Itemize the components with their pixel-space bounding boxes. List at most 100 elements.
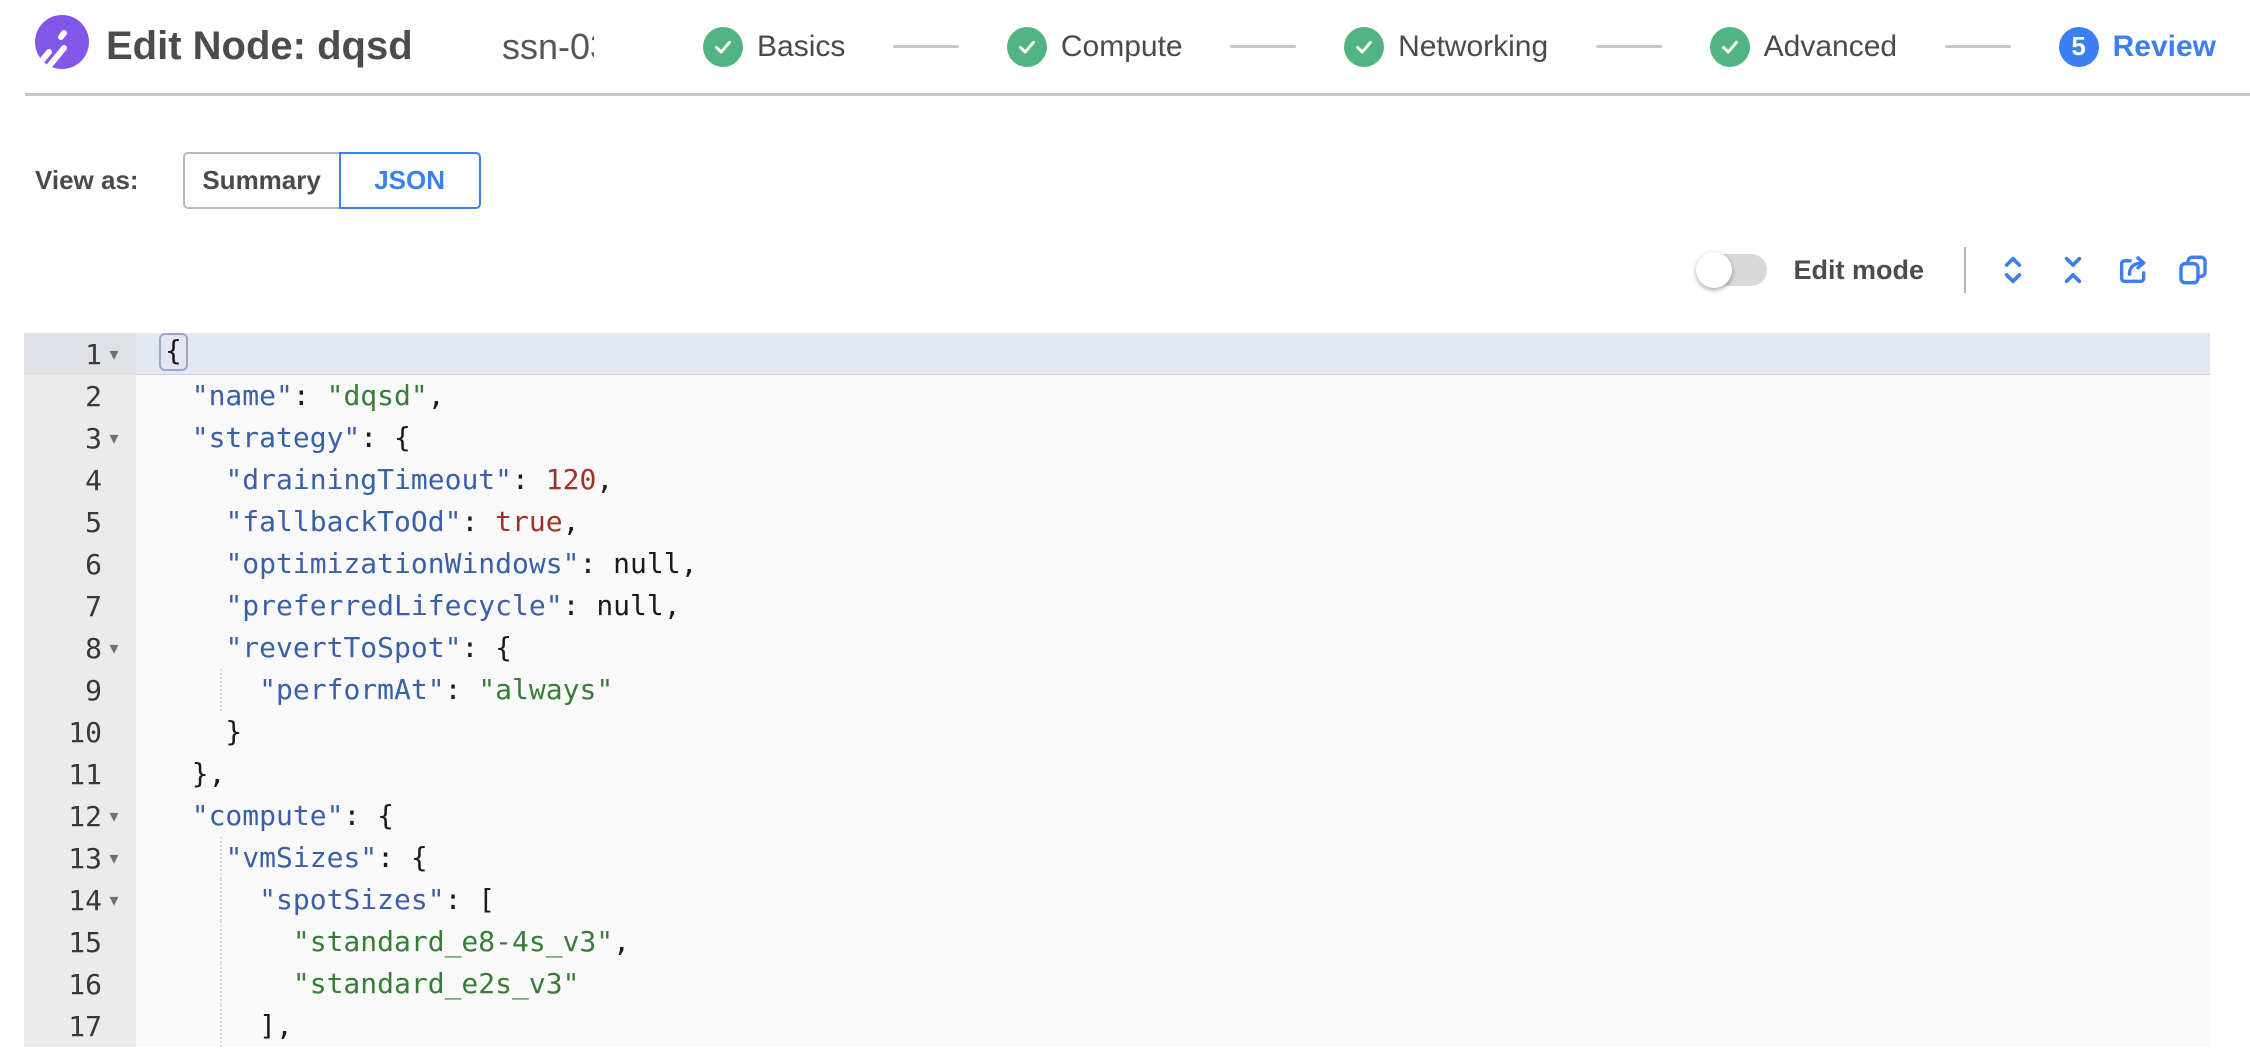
line-number: 2 bbox=[85, 379, 102, 413]
line-number: 6 bbox=[85, 547, 102, 581]
code-line[interactable]: 17 ], bbox=[24, 1005, 2210, 1047]
code-line-content[interactable]: "fallbackToOd": true, bbox=[225, 505, 580, 538]
fold-arrow-icon[interactable]: ▾ bbox=[109, 637, 119, 658]
code-line[interactable]: 8▾ "revertToSpot": { bbox=[24, 627, 2210, 669]
code-line-content[interactable]: "revertToSpot": { bbox=[225, 631, 513, 664]
code-line-content[interactable]: "spotSizes": [ bbox=[259, 883, 496, 916]
matched-brace: { bbox=[159, 333, 188, 371]
spot-logo-icon bbox=[35, 15, 89, 69]
gutter-line-number[interactable]: 6 bbox=[24, 543, 136, 585]
edit-mode-toggle[interactable] bbox=[1696, 252, 1768, 288]
code-line[interactable]: 11 }, bbox=[24, 753, 2210, 795]
check-icon bbox=[703, 26, 743, 67]
step-networking[interactable]: Networking bbox=[1344, 26, 1548, 67]
line-number: 15 bbox=[68, 925, 102, 959]
editor-toolbar: Edit mode bbox=[1696, 240, 2210, 300]
header-divider bbox=[25, 93, 2250, 96]
collapse-all-icon[interactable] bbox=[2056, 253, 2090, 287]
gutter-line-number[interactable]: 11 bbox=[24, 753, 136, 795]
code-line[interactable]: 3▾ "strategy": { bbox=[24, 417, 2210, 459]
expand-all-icon[interactable] bbox=[1996, 253, 2030, 287]
code-line[interactable]: 1▾{ bbox=[24, 333, 2210, 375]
fold-arrow-icon[interactable]: ▾ bbox=[109, 847, 119, 868]
gutter-line-number[interactable]: 5 bbox=[24, 501, 136, 543]
gutter-line-number[interactable]: 17 bbox=[24, 1005, 136, 1047]
code-line[interactable]: 5 "fallbackToOd": true, bbox=[24, 501, 2210, 543]
line-number: 7 bbox=[85, 589, 102, 623]
line-number: 12 bbox=[68, 799, 102, 833]
code-line-content[interactable]: { bbox=[136, 333, 2210, 375]
code-line-content[interactable]: "performAt": "always" bbox=[259, 673, 614, 706]
line-number: 8 bbox=[85, 631, 102, 665]
view-as-json-button[interactable]: JSON bbox=[338, 152, 481, 209]
gutter-line-number[interactable]: 4 bbox=[24, 459, 136, 501]
code-line[interactable]: 6 "optimizationWindows": null, bbox=[24, 543, 2210, 585]
gutter-line-number[interactable]: 13 ▾ bbox=[24, 837, 136, 879]
page-title: Edit Node: dqsd bbox=[106, 24, 413, 68]
fold-arrow-icon[interactable]: ▾ bbox=[109, 427, 119, 448]
step-review[interactable]: 5 Review bbox=[2058, 26, 2216, 67]
step-compute[interactable]: Compute bbox=[1006, 26, 1183, 67]
gutter-line-number[interactable]: 12 ▾ bbox=[24, 795, 136, 837]
check-icon bbox=[1709, 26, 1750, 67]
toolbar-divider bbox=[1964, 247, 1966, 293]
line-number: 14 bbox=[68, 883, 102, 917]
edit-mode-label: Edit mode bbox=[1793, 254, 1924, 285]
step-label: Review bbox=[2112, 29, 2216, 63]
step-basics[interactable]: Basics bbox=[703, 26, 845, 67]
wizard-stepper: Basics Compute Networking Advanced 5 Review bbox=[703, 0, 2216, 93]
export-icon[interactable] bbox=[2116, 253, 2150, 287]
code-line-content[interactable]: "standard_e8-4s_v3", bbox=[292, 925, 631, 958]
code-line[interactable]: 10 } bbox=[24, 711, 2210, 753]
code-line[interactable]: 14 ▾ "spotSizes": [ bbox=[24, 879, 2210, 921]
gutter-line-number[interactable]: 14 ▾ bbox=[24, 879, 136, 921]
code-line[interactable]: 2 "name": "dqsd", bbox=[24, 375, 2210, 417]
code-line-content[interactable]: "compute": { bbox=[191, 799, 395, 832]
fold-arrow-icon[interactable]: ▾ bbox=[109, 343, 119, 364]
code-line[interactable]: 9 "performAt": "always" bbox=[24, 669, 2210, 711]
code-line[interactable]: 13 ▾ "vmSizes": { bbox=[24, 837, 2210, 879]
gutter-line-number[interactable]: 3▾ bbox=[24, 417, 136, 459]
view-as-summary-button[interactable]: Summary bbox=[182, 152, 339, 209]
gutter-line-number[interactable]: 1▾ bbox=[24, 333, 136, 375]
gutter-line-number[interactable]: 10 bbox=[24, 711, 136, 753]
gutter-line-number[interactable]: 2 bbox=[24, 375, 136, 417]
step-connector bbox=[1595, 45, 1662, 48]
gutter-line-number[interactable]: 15 bbox=[24, 921, 136, 963]
view-as-label: View as: bbox=[35, 165, 139, 195]
step-number: 5 bbox=[2058, 26, 2099, 67]
line-number: 13 bbox=[68, 841, 102, 875]
code-line-content[interactable]: ], bbox=[158, 1009, 293, 1042]
json-editor[interactable]: 1▾{2 "name": "dqsd",3▾ "strategy": {4 "d… bbox=[24, 333, 2210, 1047]
step-label: Advanced bbox=[1763, 29, 1898, 63]
step-advanced[interactable]: Advanced bbox=[1709, 26, 1898, 67]
code-line-content[interactable]: "preferredLifecycle": null, bbox=[225, 589, 681, 622]
gutter-line-number[interactable]: 8▾ bbox=[24, 627, 136, 669]
fold-arrow-icon[interactable]: ▾ bbox=[109, 805, 119, 826]
code-line-content[interactable]: } bbox=[158, 715, 243, 748]
code-line-content[interactable]: "name": "dqsd", bbox=[191, 379, 445, 412]
code-line[interactable]: 16 "standard_e2s_v3" bbox=[24, 963, 2210, 1005]
step-label: Compute bbox=[1060, 29, 1183, 63]
gutter-line-number[interactable]: 16 bbox=[24, 963, 136, 1005]
step-connector bbox=[1944, 45, 2011, 48]
code-line[interactable]: 15 "standard_e8-4s_v3", bbox=[24, 921, 2210, 963]
line-number: 10 bbox=[68, 715, 102, 749]
code-line-content[interactable]: "standard_e2s_v3" bbox=[292, 967, 580, 1000]
code-line[interactable]: 12 ▾ "compute": { bbox=[24, 795, 2210, 837]
gutter-line-number[interactable]: 7 bbox=[24, 585, 136, 627]
code-line-content[interactable]: "optimizationWindows": null, bbox=[225, 547, 698, 580]
copy-icon[interactable] bbox=[2176, 253, 2210, 287]
code-line-content[interactable]: "strategy": { bbox=[191, 421, 411, 454]
fold-arrow-icon[interactable]: ▾ bbox=[109, 889, 119, 910]
view-as-group: View as: Summary JSON bbox=[35, 152, 481, 209]
node-id-subtitle: ssn-038 bbox=[502, 25, 594, 67]
code-line-content[interactable]: "vmSizes": { bbox=[225, 841, 428, 874]
gutter-line-number[interactable]: 9 bbox=[24, 669, 136, 711]
code-line-content[interactable]: "drainingTimeout": 120, bbox=[225, 463, 614, 496]
code-line-content[interactable]: }, bbox=[158, 757, 226, 790]
code-line[interactable]: 4 "drainingTimeout": 120, bbox=[24, 459, 2210, 501]
line-number: 5 bbox=[85, 505, 102, 539]
line-number: 1 bbox=[85, 337, 102, 371]
code-line[interactable]: 7 "preferredLifecycle": null, bbox=[24, 585, 2210, 627]
